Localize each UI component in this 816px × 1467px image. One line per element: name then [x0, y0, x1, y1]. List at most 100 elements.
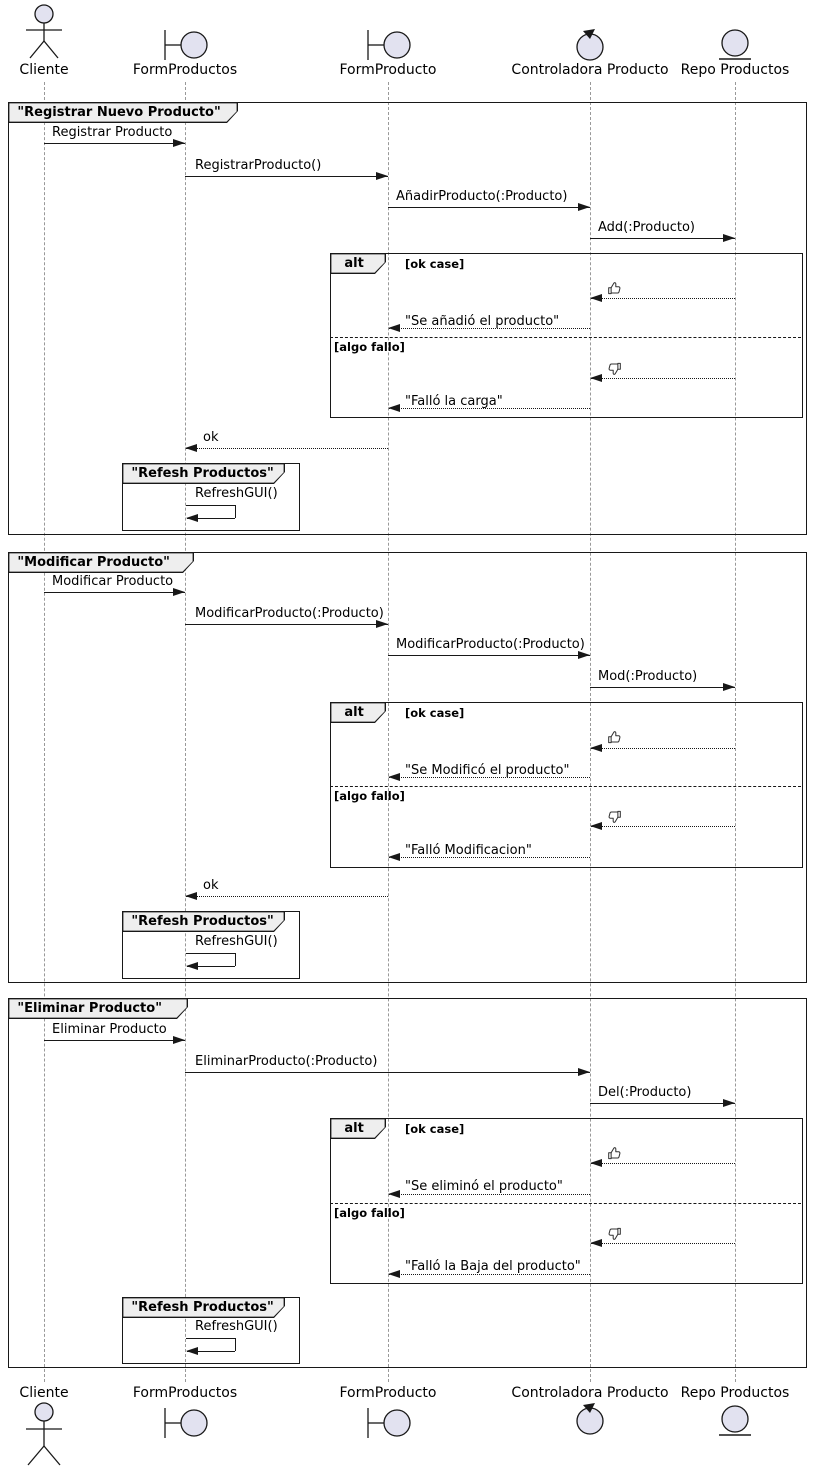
arrowhead-icon [388, 773, 400, 781]
alt-guard-fail: [algo fallo] [334, 340, 405, 354]
message-label: ModificarProducto(:Producto) [396, 637, 585, 652]
message-line [388, 655, 590, 656]
self-message-line [235, 953, 236, 966]
arrowhead-icon [578, 651, 590, 659]
alt-tab: alt [330, 1118, 386, 1139]
control-icon [576, 29, 604, 61]
arrowhead-icon [186, 962, 198, 970]
message-line [591, 748, 735, 749]
boundary-icon [164, 1408, 208, 1438]
message-line [389, 408, 590, 409]
arrowhead-icon [388, 404, 400, 412]
arrowhead-icon [388, 853, 400, 861]
participant-label-form-productos-bottom: FormProductos [132, 1385, 238, 1401]
participant-label-controladora-top: Controladora Producto [511, 62, 669, 78]
message-label: RegistrarProducto() [195, 158, 322, 173]
arrowhead-icon [388, 1190, 400, 1198]
arrowhead-icon [578, 1068, 590, 1076]
self-message-line [186, 505, 235, 506]
participant-label-form-producto-top: FormProducto [339, 62, 437, 78]
self-message-line [186, 953, 235, 954]
frame-modificar [8, 552, 807, 983]
lifeline-form-productos [185, 82, 186, 1382]
frame-registrar [8, 102, 807, 535]
frame-refresh-title: "Refesh Productos" [123, 912, 283, 930]
message-label: Registrar Producto [52, 125, 173, 140]
participant-label-form-producto-bottom: FormProducto [339, 1385, 437, 1401]
alt-guard-ok: [ok case] [405, 1122, 465, 1136]
arrowhead-icon [376, 172, 388, 180]
lifeline-form-producto [388, 82, 389, 1382]
entity-icon [719, 1405, 751, 1436]
message-label: RefreshGUI() [195, 486, 278, 501]
boundary-icon [164, 30, 208, 60]
message-label: RefreshGUI() [195, 1319, 278, 1334]
message-line [389, 328, 590, 329]
frame-refresh-tab: "Refesh Productos" [122, 463, 285, 484]
message-line [185, 1072, 590, 1073]
control-icon [576, 1403, 604, 1435]
alt-tab: alt [330, 702, 386, 723]
message-line [591, 1163, 735, 1164]
message-line [44, 592, 185, 593]
message-line [186, 896, 388, 897]
alt-guard-ok: [ok case] [405, 257, 465, 271]
arrowhead-icon [590, 1159, 602, 1167]
alt-keyword: alt [331, 703, 384, 721]
message-label: Add(:Producto) [598, 220, 696, 235]
frame-refresh-title: "Refesh Productos" [123, 464, 283, 482]
message-line [44, 143, 185, 144]
arrowhead-icon [185, 444, 197, 452]
message-line [389, 1274, 590, 1275]
thumbs-up-icon [608, 731, 621, 744]
message-line [186, 448, 388, 449]
arrowhead-icon [590, 294, 602, 302]
alt-guard-ok: [ok case] [405, 706, 465, 720]
arrowhead-icon [578, 203, 590, 211]
message-label: ModificarProducto(:Producto) [195, 606, 384, 621]
arrowhead-icon [388, 324, 400, 332]
arrowhead-icon [590, 374, 602, 382]
message-line [389, 777, 590, 778]
boundary-icon [367, 30, 411, 60]
participant-label-repo-top: Repo Productos [680, 62, 790, 78]
frame-eliminar-tab: "Eliminar Producto" [8, 998, 188, 1019]
self-message-line [187, 518, 235, 519]
self-message-line [235, 1338, 236, 1351]
frame-refresh-title: "Refesh Productos" [123, 1298, 283, 1316]
arrowhead-icon [376, 620, 388, 628]
alt-divider [330, 337, 801, 338]
frame-registrar-title: "Registrar Nuevo Producto" [9, 103, 236, 121]
message-line [590, 238, 735, 239]
actor-icon [26, 1402, 62, 1466]
frame-modificar-title: "Modificar Producto" [9, 553, 192, 571]
arrowhead-icon [590, 822, 602, 830]
arrowhead-icon [186, 514, 198, 522]
message-label: Modificar Producto [52, 574, 174, 589]
message-label: Del(:Producto) [598, 1085, 692, 1100]
thumbs-down-icon [608, 1227, 621, 1240]
alt-guard-fail: [algo fallo] [334, 789, 405, 803]
message-label: EliminarProducto(:Producto) [195, 1054, 378, 1069]
alt-fragment [330, 1118, 803, 1284]
message-label: "Se Modificó el producto" [405, 763, 570, 778]
self-message-line [187, 966, 235, 967]
thumbs-up-icon [608, 1147, 621, 1160]
thumbs-up-icon [608, 282, 621, 295]
message-line [388, 207, 590, 208]
message-label: "Falló Modificacion" [405, 843, 532, 858]
alt-guard-fail: [algo fallo] [334, 1206, 405, 1220]
participant-label-cliente-bottom: Cliente [19, 1385, 69, 1401]
self-message-line [187, 1351, 235, 1352]
message-line [185, 624, 388, 625]
message-line [185, 176, 388, 177]
self-message-line [186, 1338, 235, 1339]
participant-label-repo-bottom: Repo Productos [680, 1385, 790, 1401]
arrowhead-icon [186, 1347, 198, 1355]
alt-divider [330, 1203, 801, 1204]
arrowhead-icon [173, 1036, 185, 1044]
frame-registrar-tab: "Registrar Nuevo Producto" [8, 102, 238, 123]
message-label: Eliminar Producto [52, 1022, 167, 1037]
frame-eliminar-title: "Eliminar Producto" [9, 999, 186, 1017]
